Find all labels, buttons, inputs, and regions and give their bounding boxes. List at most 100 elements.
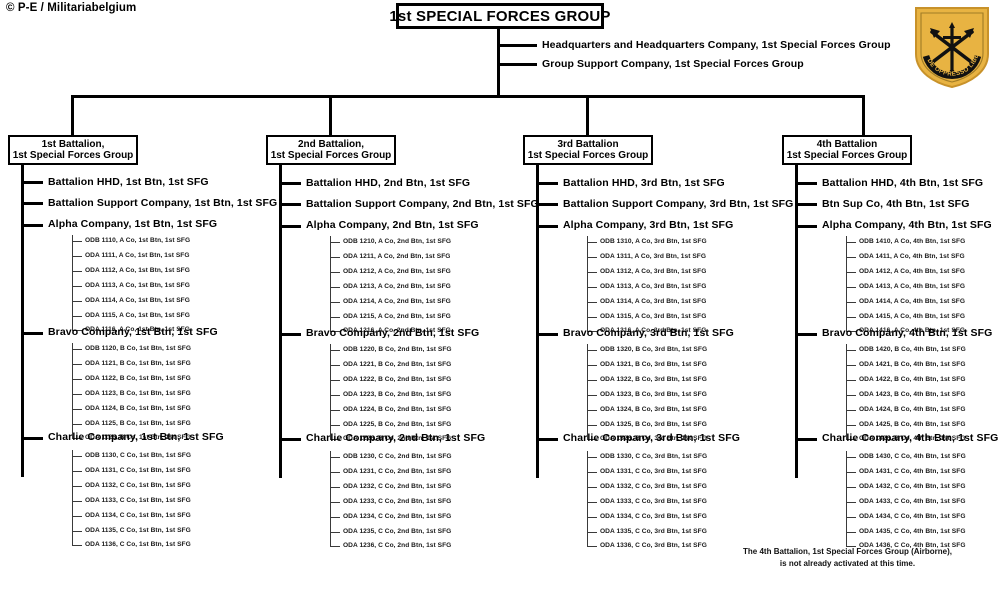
team-label: ODA 1216, A Co, 2nd Btn, 1st SFG — [343, 327, 451, 334]
root-unit-box: 1st SPECIAL FORCES GROUP — [389, 3, 610, 29]
team-label: ODA 1121, B Co, 1st Btn, 1st SFG — [85, 360, 191, 367]
team-label: ODA 1312, A Co, 3rd Btn, 1st SFG — [600, 268, 707, 275]
team-tick — [846, 272, 856, 273]
team-label: ODB 1120, B Co, 1st Btn, 1st SFG — [85, 345, 192, 352]
team-tick — [72, 486, 82, 487]
team-tick — [587, 380, 597, 381]
battalion-box[interactable]: 1st Battalion, 1st Special Forces Group — [8, 135, 138, 165]
team-label: ODA 1214, A Co, 2nd Btn, 1st SFG — [343, 298, 451, 305]
team-tick — [72, 438, 82, 439]
team-label: ODB 1210, A Co, 2nd Btn, 1st SFG — [343, 238, 452, 245]
team-label: ODA 1124, B Co, 1st Btn, 1st SFG — [85, 405, 191, 412]
battalion-box-line1: 1st Battalion, — [41, 138, 105, 150]
company-label-alpha: Alpha Company, 3rd Btn, 1st SFG — [563, 219, 734, 231]
team-label: ODA 1315, A Co, 3rd Btn, 1st SFG — [600, 313, 707, 320]
team-label: ODA 1313, A Co, 3rd Btn, 1st SFG — [600, 283, 707, 290]
hq-unit-label-0: Headquarters and Headquarters Company, 1… — [542, 39, 891, 51]
battalion-box-line2: 1st Special Forces Group — [786, 150, 908, 161]
team-label: ODA 1126, B Co, 1st Btn, 1st SFG — [85, 434, 191, 441]
staff-label-0: Battalion HHD, 3rd Btn, 1st SFG — [563, 177, 725, 189]
company-label-bravo: Bravo Company, 1st Btn, 1st SFG — [48, 326, 218, 338]
team-label: ODA 1232, C Co, 2nd Btn, 1st SFG — [343, 483, 452, 490]
team-label: ODA 1131, C Co, 1st Btn, 1st SFG — [85, 467, 191, 474]
team-tick — [330, 532, 340, 533]
battalion-column-1: 1st Battalion, 1st Special Forces Group … — [8, 135, 277, 548]
team-label: ODA 1434, C Co, 4th Btn, 1st SFG — [859, 513, 966, 520]
team-label: ODA 1433, C Co, 4th Btn, 1st SFG — [859, 498, 966, 505]
team-tick — [72, 271, 82, 272]
battalion-box[interactable]: 2nd Battalion, 1st Special Forces Group — [266, 135, 396, 165]
team-label: ODA 1432, C Co, 4th Btn, 1st SFG — [859, 483, 966, 490]
team-tick — [587, 302, 597, 303]
company-label-bravo: Bravo Company, 2nd Btn, 1st SFG — [306, 327, 480, 339]
company-label-charlie: Charlie Company, 3rd Btn, 1st SFG — [563, 432, 740, 444]
team-label: ODA 1212, A Co, 2nd Btn, 1st SFG — [343, 268, 451, 275]
team-tick — [330, 502, 340, 503]
team-tick — [846, 302, 856, 303]
team-tick — [846, 395, 856, 396]
team-label: ODB 1320, B Co, 3rd Btn, 1st SFG — [600, 346, 708, 353]
team-label: ODA 1215, A Co, 2nd Btn, 1st SFG — [343, 313, 451, 320]
battalion-box-line1: 3rd Battalion — [557, 138, 619, 150]
team-tick — [330, 395, 340, 396]
staff-tick-1 — [21, 202, 43, 205]
team-label: ODA 1132, C Co, 1st Btn, 1st SFG — [85, 482, 191, 489]
team-label: ODA 1113, A Co, 1st Btn, 1st SFG — [85, 282, 190, 289]
team-tick — [72, 349, 82, 350]
team-spine-alpha — [330, 236, 331, 331]
team-tick — [846, 439, 856, 440]
staff-tick-1 — [279, 203, 301, 206]
team-label: ODA 1133, C Co, 1st Btn, 1st SFG — [85, 497, 191, 504]
team-tick — [846, 502, 856, 503]
team-tick — [846, 487, 856, 488]
company-tick-bravo — [21, 332, 43, 335]
company-tick-bravo — [279, 333, 301, 336]
company-tick-alpha — [21, 224, 43, 227]
footnote-line-2: is not already activated at this time. — [779, 558, 916, 568]
team-spine-bravo — [330, 344, 331, 439]
team-tick — [72, 301, 82, 302]
team-label: ODA 1435, C Co, 4th Btn, 1st SFG — [859, 528, 966, 535]
team-tick — [72, 241, 82, 242]
team-label: ODA 1424, B Co, 4th Btn, 1st SFG — [859, 406, 966, 413]
company-label-charlie: Charlie Company, 1st Btn, 1st SFG — [48, 431, 224, 443]
team-tick — [330, 331, 340, 332]
team-tick — [587, 517, 597, 518]
team-tick — [846, 350, 856, 351]
team-label: ODA 1123, B Co, 1st Btn, 1st SFG — [85, 390, 191, 397]
team-tick — [846, 257, 856, 258]
team-label: ODA 1222, B Co, 2nd Btn, 1st SFG — [343, 376, 452, 383]
battalion-box[interactable]: 4th Battalion 1st Special Forces Group — [782, 135, 912, 165]
team-label: ODA 1334, C Co, 3rd Btn, 1st SFG — [600, 513, 707, 520]
team-label: ODA 1425, B Co, 4th Btn, 1st SFG — [859, 421, 966, 428]
company-tick-charlie — [795, 438, 817, 441]
team-tick — [846, 287, 856, 288]
team-label: ODA 1231, C Co, 2nd Btn, 1st SFG — [343, 468, 452, 475]
company-label-alpha: Alpha Company, 2nd Btn, 1st SFG — [306, 219, 479, 231]
team-label: ODA 1134, C Co, 1st Btn, 1st SFG — [85, 512, 191, 519]
team-tick — [72, 286, 82, 287]
team-label: ODA 1336, C Co, 3rd Btn, 1st SFG — [600, 542, 707, 549]
battalion-box[interactable]: 3rd Battalion 1st Special Forces Group — [523, 135, 653, 165]
team-label: ODA 1112, A Co, 1st Btn, 1st SFG — [85, 267, 190, 274]
team-tick — [587, 257, 597, 258]
team-label: ODA 1225, B Co, 2nd Btn, 1st SFG — [343, 421, 452, 428]
team-spine-bravo — [846, 344, 847, 439]
team-label: ODA 1414, A Co, 4th Btn, 1st SFG — [859, 298, 966, 305]
team-label: ODA 1421, B Co, 4th Btn, 1st SFG — [859, 361, 966, 368]
team-spine-bravo — [72, 343, 73, 438]
team-label: ODA 1316, A Co, 3rd Btn, 1st SFG — [600, 327, 707, 334]
team-tick — [587, 472, 597, 473]
company-tick-alpha — [795, 225, 817, 228]
footnote: The 4th Battalion, 1st Special Forces Gr… — [700, 546, 995, 569]
team-tick — [846, 317, 856, 318]
team-label: ODA 1213, A Co, 2nd Btn, 1st SFG — [343, 283, 451, 290]
team-label: ODA 1234, C Co, 2nd Btn, 1st SFG — [343, 513, 452, 520]
team-tick — [587, 502, 597, 503]
team-tick — [72, 409, 82, 410]
team-tick — [587, 287, 597, 288]
team-tick — [72, 364, 82, 365]
hq-unit-label-1: Group Support Company, 1st Special Force… — [542, 58, 804, 70]
team-label: ODA 1413, A Co, 4th Btn, 1st SFG — [859, 283, 966, 290]
team-label: ODA 1412, A Co, 4th Btn, 1st SFG — [859, 268, 966, 275]
